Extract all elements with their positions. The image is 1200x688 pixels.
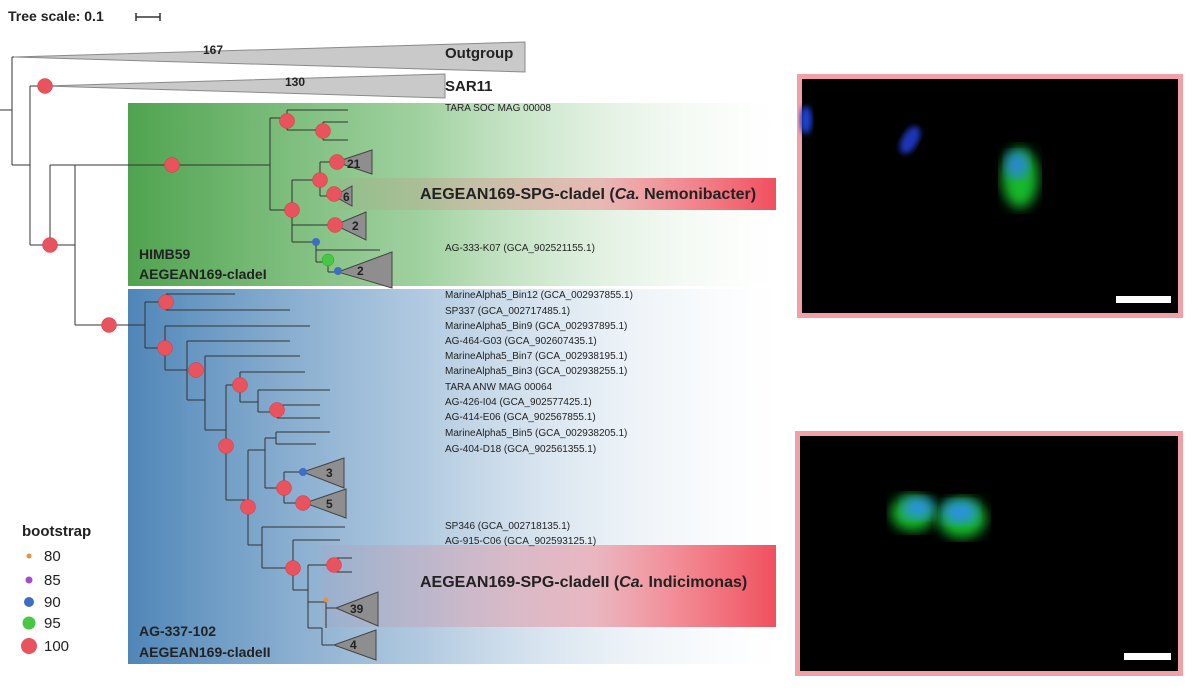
legend-marker-95 <box>22 616 36 630</box>
sar11-label: SAR11 <box>445 78 493 95</box>
leaf-label: AG-426-I04 (GCA_902577425.1) <box>445 397 592 408</box>
scale-bar <box>1124 653 1171 660</box>
micrograph-top <box>797 74 1183 318</box>
bootstrap-nodes <box>37 78 345 603</box>
collapsed-count-1: 21 <box>347 157 361 171</box>
legend-label-90: 90 <box>44 594 61 611</box>
leaf-label: MarineAlpha5_Bin12 (GCA_002937855.1) <box>445 290 633 301</box>
sar11-collapsed-triangle <box>44 73 446 99</box>
leaf-label: AG-414-E06 (GCA_902567855.1) <box>445 412 596 423</box>
legend-label-85: 85 <box>44 572 61 589</box>
scale-bar <box>1116 296 1171 303</box>
leaf-label: SP337 (GCA_002717485.1) <box>445 306 570 317</box>
micrograph-bottom <box>795 431 1183 676</box>
legend-label-80: 80 <box>44 548 61 565</box>
outgroup-collapsed-triangle <box>13 41 526 73</box>
leaf-label: MarineAlpha5_Bin7 (GCA_002938195.1) <box>445 351 627 362</box>
leaf-label: AG-333-K07 (GCA_902521155.1) <box>445 243 595 254</box>
legend-label-95: 95 <box>44 615 61 632</box>
leaf-label: TARA SOC MAG 00008 <box>445 103 551 114</box>
leaf-label: TARA ANW MAG 00064 <box>445 382 553 393</box>
leaf-label: AG-404-D18 (GCA_902561355.1) <box>445 444 596 455</box>
legend-marker-100 <box>21 638 37 654</box>
collapsed-count-4: 2 <box>357 264 364 278</box>
leaf-label: SP346 (GCA_002718135.1) <box>445 521 570 532</box>
clade2-name-line1: AG-337-102 <box>139 623 216 639</box>
leaf-label: AG-915-C06 (GCA_902593125.1) <box>445 536 596 547</box>
spg-clade1-highlight <box>338 178 776 210</box>
collapsed-count-6: 5 <box>326 497 333 511</box>
leaf-label: AG-464-G03 (GCA_902607435.1) <box>445 336 597 347</box>
tree-scale-bar <box>135 13 161 21</box>
collapsed-count-8: 4 <box>350 638 357 652</box>
spg-clade1-label: AEGEAN169-SPG-cladeI (Ca. Nemonibacter) <box>420 186 756 203</box>
bootstrap-legend: bootstrap 80 85 90 95 100 <box>21 523 91 655</box>
legend-marker-90 <box>24 597 34 607</box>
collapsed-count-3: 2 <box>352 219 359 233</box>
outgroup-count: 167 <box>203 43 223 57</box>
legend-title: bootstrap <box>22 523 91 540</box>
leaf-label: MarineAlpha5_Bin3 (GCA_002938255.1) <box>445 366 627 377</box>
collapsed-count-2: 6 <box>343 190 350 204</box>
spg-clade2-label: AEGEAN169-SPG-cladeII (Ca. Indicimonas) <box>420 574 747 591</box>
outgroup-label: Outgroup <box>445 45 513 62</box>
collapsed-subclades <box>301 149 393 661</box>
tree-scale-label: Tree scale: 0.1 <box>8 8 104 24</box>
legend-marker-80 <box>26 553 32 559</box>
spg-clade2-highlight <box>322 545 776 627</box>
leaf-label: MarineAlpha5_Bin9 (GCA_002937895.1) <box>445 321 627 332</box>
legend-marker-85 <box>25 576 33 584</box>
leaf-label: MarineAlpha5_Bin5 (GCA_002938205.1) <box>445 428 627 439</box>
clade1-name-line1: HIMB59 <box>139 246 191 262</box>
collapsed-count-7: 39 <box>350 602 364 616</box>
legend-label-100: 100 <box>44 638 69 655</box>
sar11-count: 130 <box>285 75 305 89</box>
clade2-name-line2: AEGEAN169-cladeII <box>139 644 271 660</box>
collapsed-count-5: 3 <box>326 466 333 480</box>
clade1-name-line2: AEGEAN169-cladeI <box>139 266 267 282</box>
